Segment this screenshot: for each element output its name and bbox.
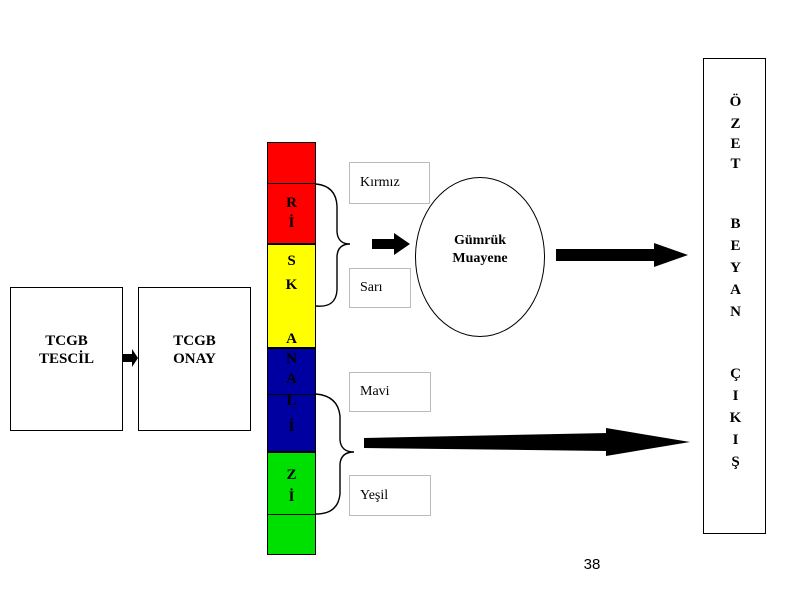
risk-letter: S: [287, 253, 296, 269]
exit-letter: A: [730, 282, 741, 298]
risk-letter: Z: [286, 467, 297, 483]
exit-letter: I: [732, 388, 739, 404]
arrow-to-inspection: [372, 233, 410, 255]
brace-top: [315, 183, 351, 307]
risk-letter: İ: [288, 215, 295, 231]
risk-letter: A: [286, 371, 297, 387]
risk-letter: N: [286, 351, 297, 367]
channel-label-red: Kırmız: [349, 162, 430, 204]
page-number: 38: [583, 556, 601, 573]
tcgb-tescil-label: TCGB TESCİL: [38, 333, 95, 367]
risk-letter: L: [286, 393, 297, 409]
tcgb-tescil-box: TCGB TESCİL: [10, 287, 123, 431]
summary-declaration-exit-box: Ö Z E T B E Y A N Ç I K I Ş: [703, 58, 766, 534]
risk-letter: K: [285, 277, 298, 293]
tcgb-onay-box: TCGB ONAY: [138, 287, 251, 431]
exit-letter: I: [732, 432, 739, 448]
risk-letter: İ: [288, 489, 295, 505]
risk-segment-yellow: [267, 244, 316, 348]
risk-letter: İ: [288, 419, 295, 435]
risk-letter: A: [286, 331, 297, 347]
risk-segment-red: [267, 142, 316, 244]
channel-label-green: Yeşil: [349, 475, 431, 516]
exit-letter: Y: [730, 260, 741, 276]
risk-divider: [267, 142, 316, 184]
exit-letter: E: [730, 136, 741, 152]
arrow-inspection-to-exit: [556, 243, 688, 267]
exit-letter: K: [729, 410, 742, 426]
customs-inspection-label: Gümrük Muayene: [452, 233, 508, 266]
exit-letter: Ç: [730, 366, 741, 382]
exit-letter: Ş: [731, 454, 740, 470]
arrow-tescil-to-onay: [123, 349, 138, 367]
customs-inspection-circle: Gümrük Muayene: [415, 177, 545, 337]
exit-letter: Z: [730, 116, 741, 132]
risk-segment-green: [267, 452, 316, 555]
exit-letter: E: [730, 238, 741, 254]
arrow-direct-to-exit: [364, 428, 690, 456]
tcgb-onay-label: TCGB ONAY: [173, 333, 216, 367]
exit-letter: T: [730, 156, 741, 172]
channel-label-yellow: Sarı: [349, 268, 411, 308]
exit-letter: B: [730, 216, 741, 232]
risk-divider: [267, 514, 316, 555]
channel-label-blue: Mavi: [349, 372, 431, 412]
exit-letter: N: [730, 304, 741, 320]
risk-divider: [267, 394, 316, 452]
risk-letter: R: [286, 195, 297, 211]
exit-letter: Ö: [729, 94, 742, 110]
